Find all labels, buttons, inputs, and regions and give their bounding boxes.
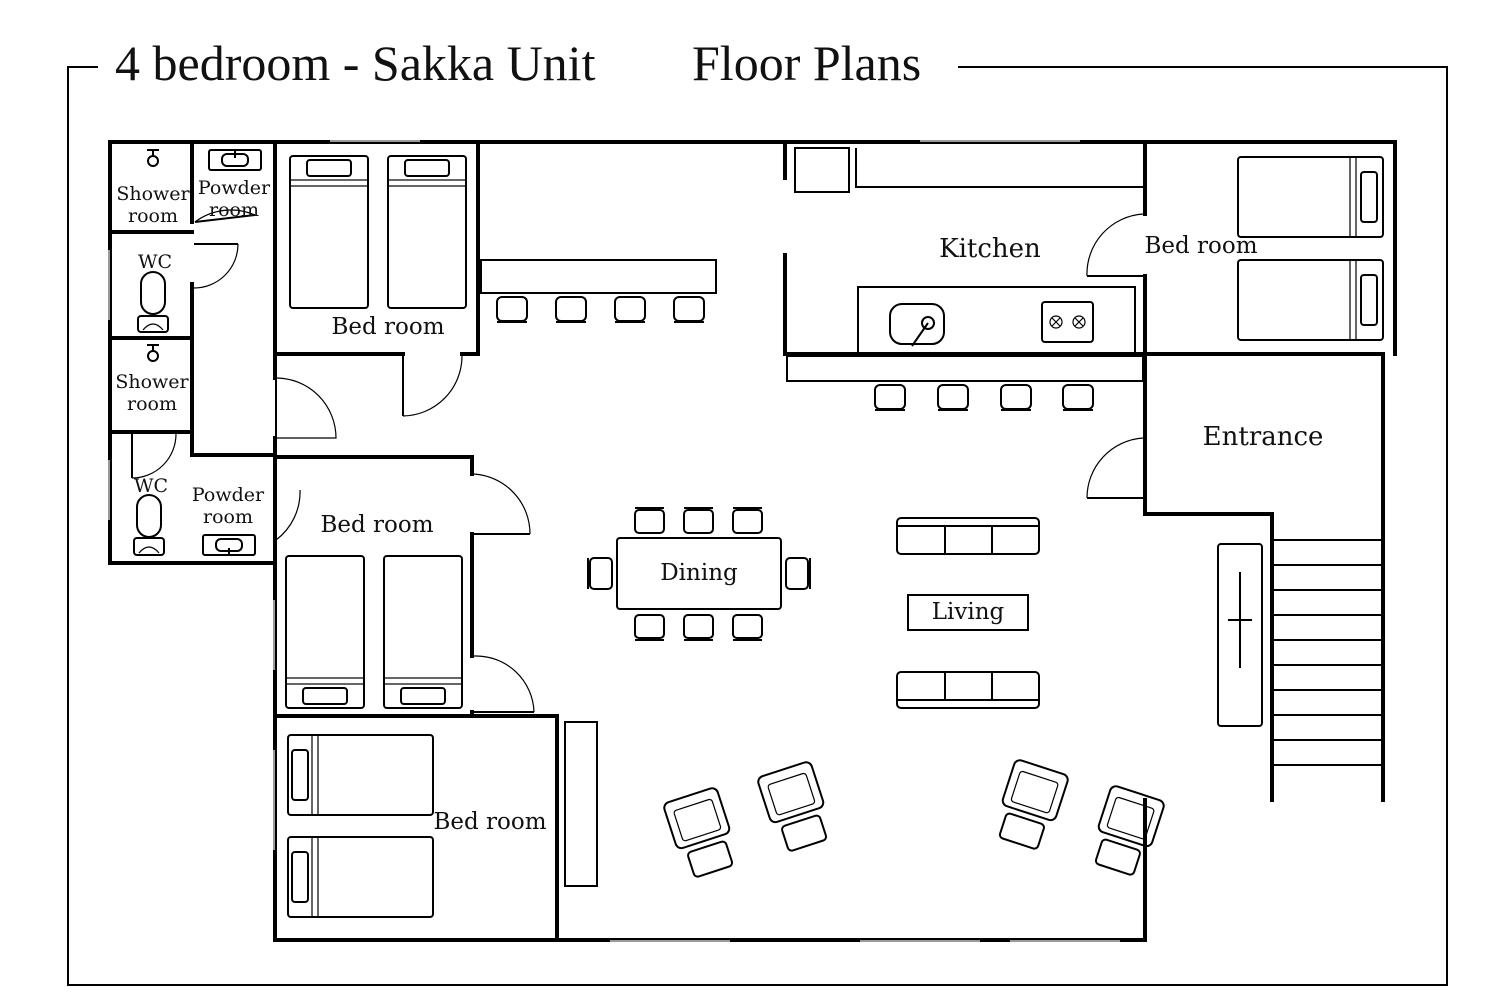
armchair-icon bbox=[998, 759, 1069, 850]
bed-icon bbox=[1237, 156, 1384, 238]
plan-title: 4 bedroom - Sakka Unit bbox=[115, 35, 596, 91]
shower-room-2-label-line1: Shower bbox=[115, 371, 189, 393]
bedroom-2-label: Bed room bbox=[320, 512, 433, 538]
shower-room-1-label-line1: Shower bbox=[116, 183, 190, 205]
bed-icon bbox=[383, 555, 463, 709]
toilet-icon bbox=[133, 494, 165, 556]
bed-icon bbox=[1237, 259, 1384, 341]
bed-icon bbox=[289, 155, 369, 309]
sink-icon bbox=[202, 534, 256, 556]
doors bbox=[131, 209, 1144, 713]
kitchen-island bbox=[857, 286, 1136, 354]
dining-chairs bbox=[587, 507, 811, 641]
shower-room-2-label-line2: room bbox=[127, 393, 177, 415]
plan-subtitle: Floor Plans bbox=[692, 35, 921, 91]
wc-2-label: WC bbox=[134, 475, 168, 497]
sink-icon bbox=[208, 149, 262, 171]
dining-table bbox=[616, 537, 782, 610]
shower-head-icon bbox=[147, 149, 159, 167]
windows bbox=[108, 140, 1120, 942]
sideboard bbox=[564, 721, 598, 887]
stove-icon bbox=[1041, 301, 1094, 343]
dining-label: Dining bbox=[660, 560, 738, 586]
armchair-icon bbox=[1094, 785, 1165, 876]
bedroom-3-label: Bed room bbox=[433, 809, 546, 835]
bed-icon bbox=[387, 155, 467, 309]
bar-counter bbox=[480, 259, 717, 294]
armchair-icon bbox=[663, 787, 734, 878]
bar-stools bbox=[496, 296, 705, 323]
bed-icon bbox=[287, 836, 434, 918]
powder-room-1-label-line1: Powder bbox=[198, 177, 271, 199]
exterior-walls bbox=[108, 140, 1397, 942]
armchair-icon bbox=[757, 761, 828, 852]
kitchen-bar-counter bbox=[786, 355, 1144, 382]
interior-walls bbox=[108, 140, 1385, 942]
kitchen-back-counter bbox=[855, 148, 1145, 188]
bed-icon bbox=[285, 555, 365, 709]
bar-stools bbox=[874, 384, 1094, 411]
toilet-icon bbox=[137, 271, 169, 333]
sofa-icon bbox=[896, 671, 1040, 709]
powder-room-1-label-line2: room bbox=[209, 199, 259, 221]
outer-frame bbox=[67, 66, 1448, 986]
tv-console bbox=[1217, 543, 1263, 727]
kitchen-label: Kitchen bbox=[939, 234, 1041, 264]
living-label: Living bbox=[932, 599, 1005, 625]
powder-room-2-label-line2: room bbox=[203, 506, 253, 528]
powder-room-2-label-line1: Powder bbox=[192, 484, 265, 506]
bedroom-4-label: Bed room bbox=[1144, 233, 1257, 259]
stairs bbox=[1272, 539, 1383, 766]
wc-1-label: WC bbox=[138, 251, 172, 273]
sofa-icon bbox=[896, 517, 1040, 555]
bed-icon bbox=[287, 734, 434, 816]
shower-room-1-label-line2: room bbox=[128, 205, 178, 227]
shower-head-icon bbox=[147, 344, 159, 362]
coffee-table bbox=[907, 594, 1029, 631]
refrigerator bbox=[794, 147, 850, 193]
bedroom-1-label: Bed room bbox=[331, 314, 444, 340]
kitchen-sink-icon bbox=[889, 303, 945, 347]
entrance-label: Entrance bbox=[1203, 422, 1324, 452]
